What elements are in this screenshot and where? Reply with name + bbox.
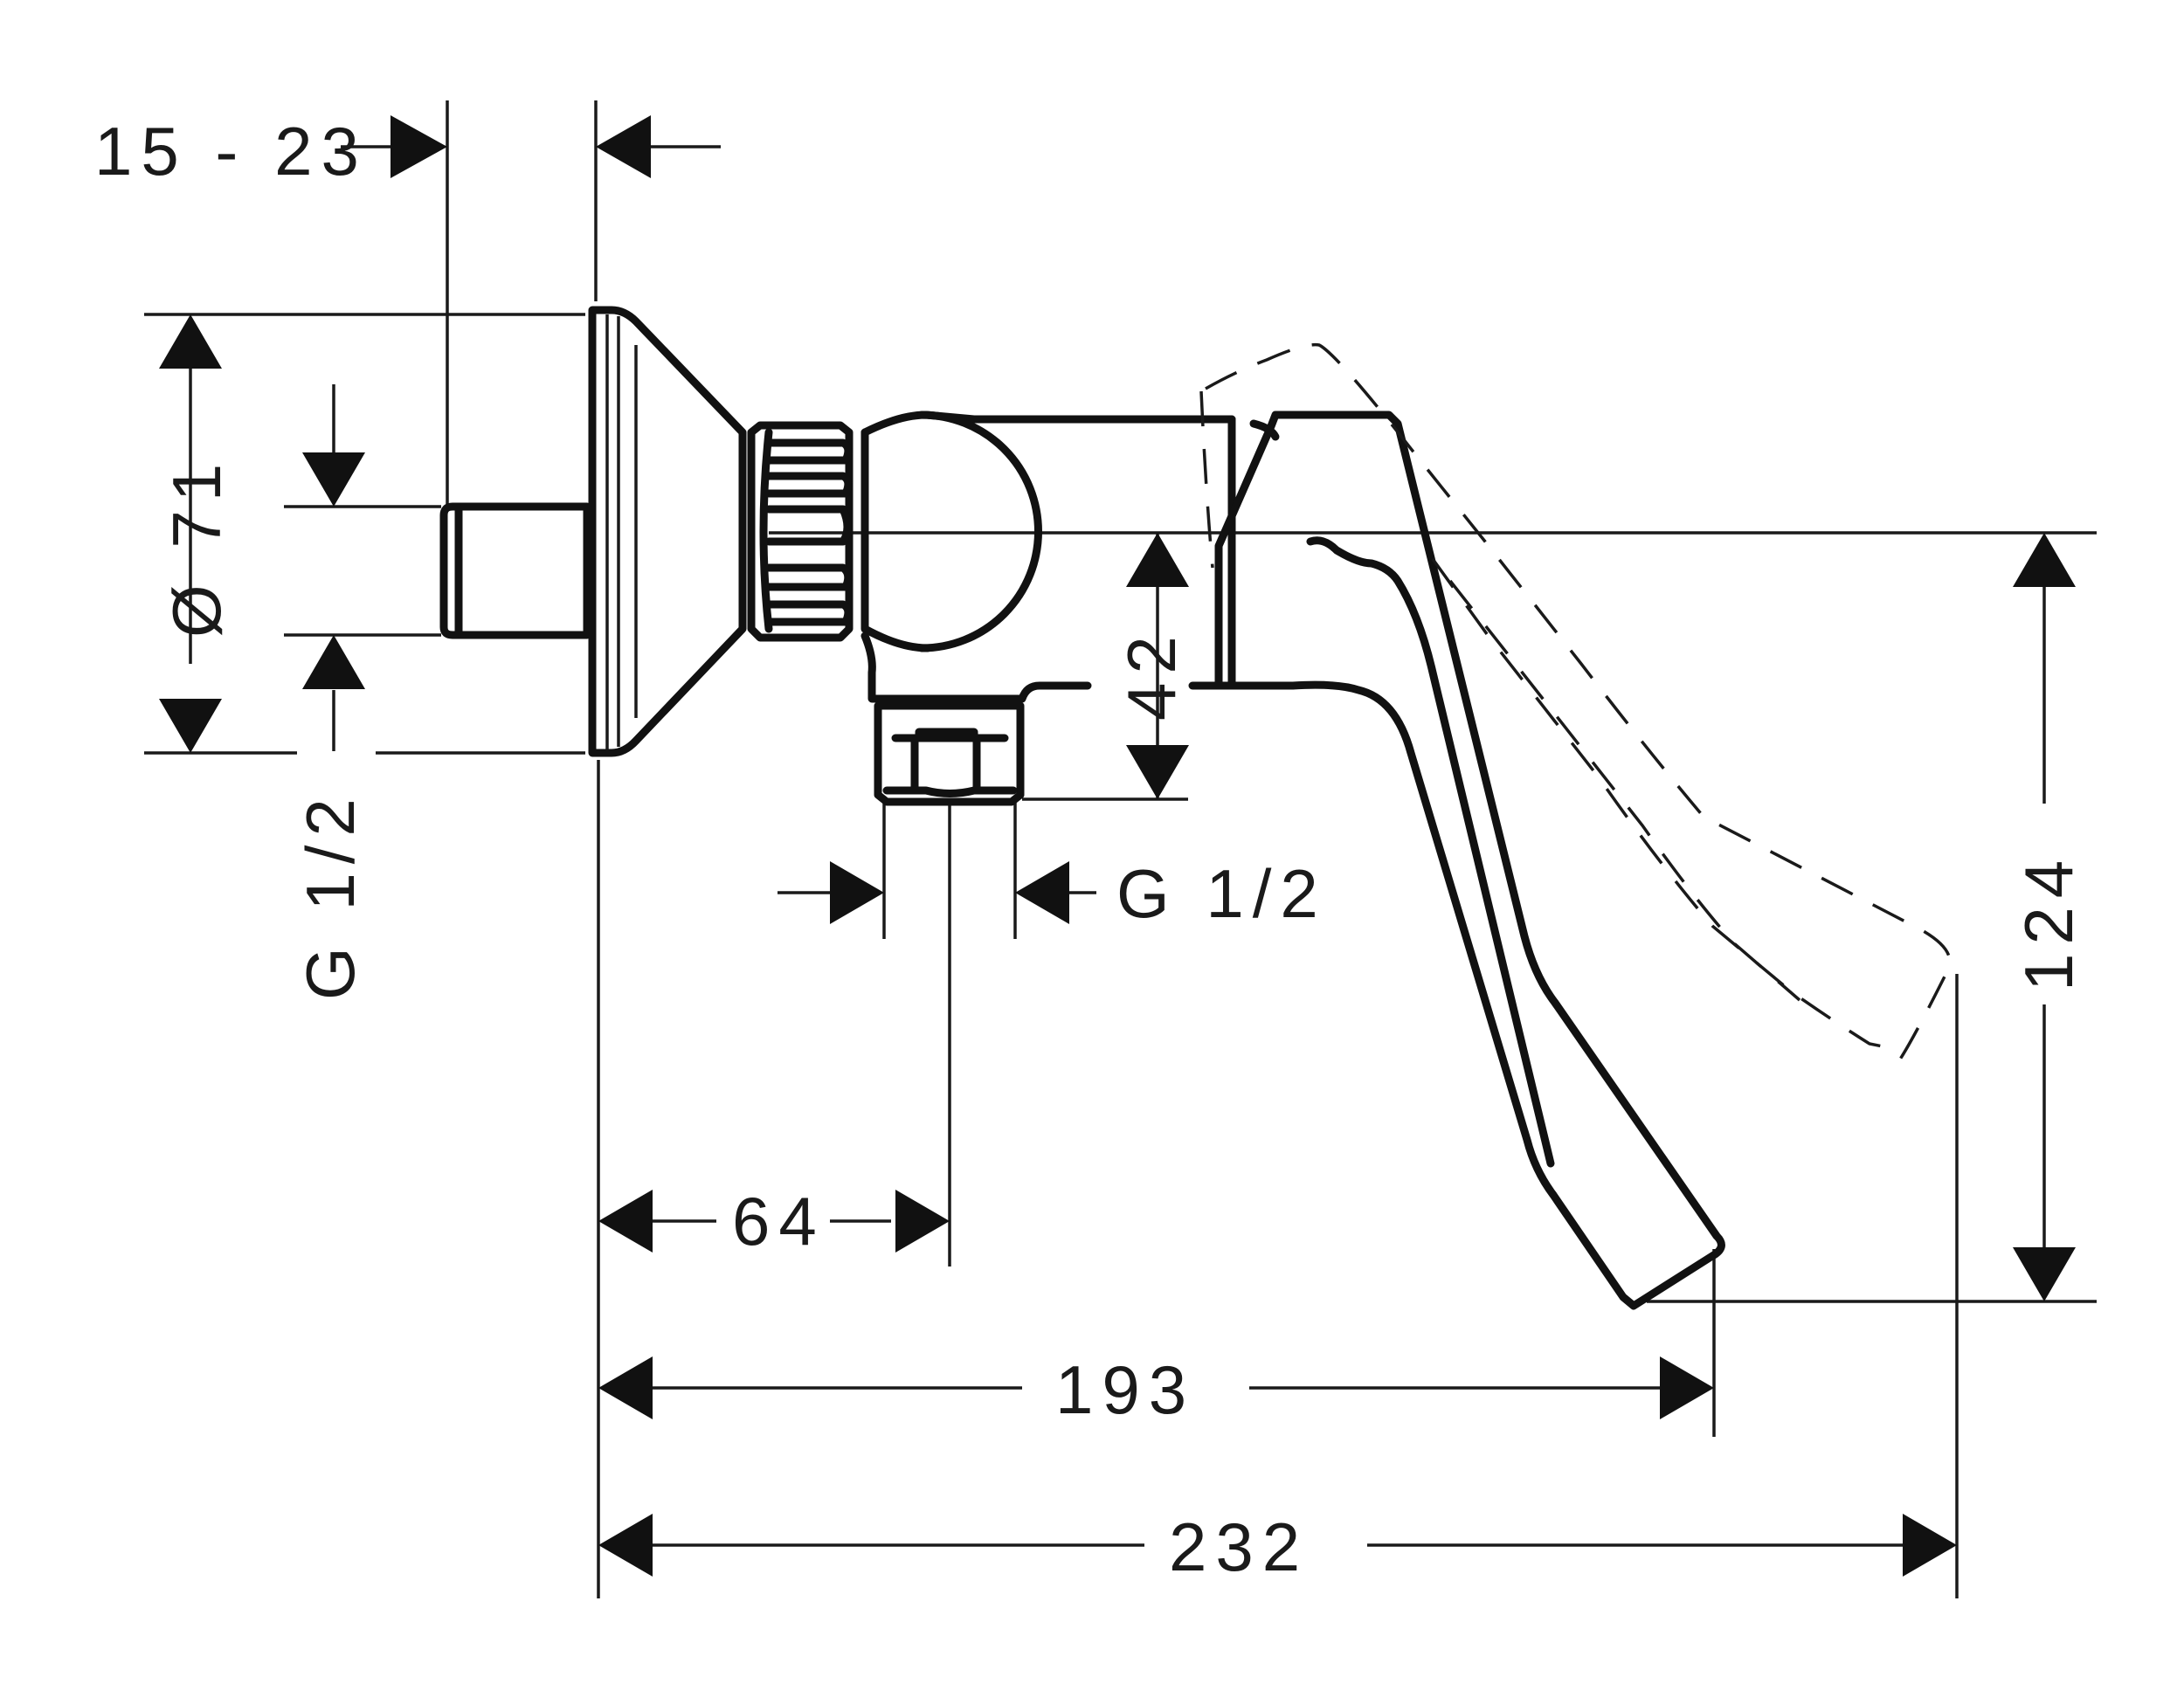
dim-outlet-drop: 42: [1113, 627, 1190, 721]
dim-total-height: 124: [2010, 852, 2087, 991]
dimension-arrows: [159, 115, 2076, 1577]
nut: [747, 421, 854, 642]
lever-alternate-position: [1199, 342, 1952, 1067]
extension-lines: [144, 100, 2097, 1598]
dim-inlet-thread: G 1/2: [292, 790, 369, 1000]
dim-rosette-diameter: Ø 71: [158, 455, 235, 638]
dim-outlet-distance: 64: [732, 1183, 826, 1260]
lever: [1214, 411, 1725, 1310]
outlet-fitting: [874, 701, 1025, 806]
dim-lever-reach: 193: [1055, 1351, 1195, 1428]
dim-total-reach: 232: [1169, 1508, 1309, 1585]
mixer-body-outline: [439, 306, 1725, 1310]
inlet-nipple: [439, 502, 591, 639]
dim-outlet-thread: G 1/2: [1116, 855, 1327, 932]
dimension-labels: 15 - 23 Ø 71 G 1/2 42 G 1/2 64 193 232 1…: [94, 113, 2087, 1585]
rosette: [588, 306, 747, 757]
dim-wall-offset: 15 - 23: [94, 113, 368, 190]
